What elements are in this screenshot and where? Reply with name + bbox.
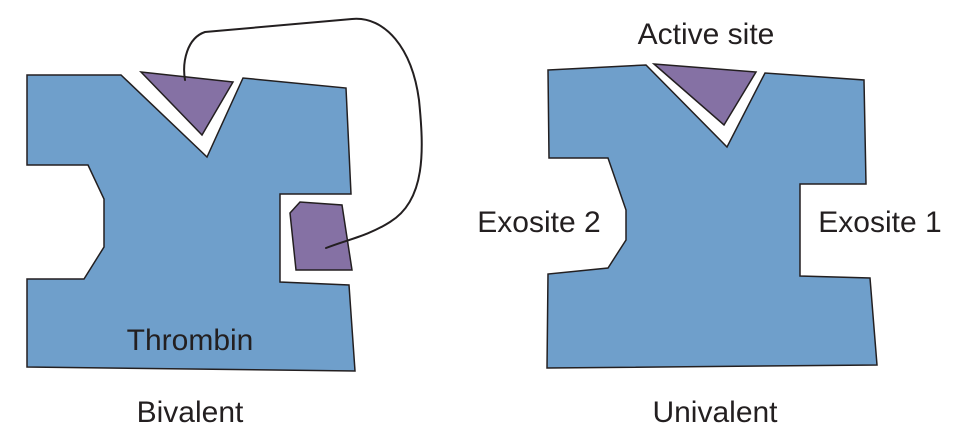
bivalent-panel: Thrombin Bivalent: [26, 17, 423, 429]
exosite-1-inhibitor-bivalent: [289, 201, 353, 271]
exosite-1-label: Exosite 1: [818, 206, 941, 239]
bivalent-label: Bivalent: [137, 396, 244, 429]
thrombin-shape-bivalent: [26, 74, 356, 372]
active-site-inhibitor-bivalent: [139, 71, 235, 137]
univalent-panel: Active site Exosite 2 Exosite 1 Univalen…: [477, 18, 941, 429]
active-site-inhibitor-univalent: [651, 63, 758, 127]
thrombin-label: Thrombin: [127, 324, 254, 357]
bivalent-linker: [183, 17, 423, 249]
active-site-label: Active site: [638, 18, 775, 51]
univalent-label: Univalent: [652, 396, 778, 429]
exosite-2-label: Exosite 2: [477, 206, 600, 239]
thrombin-shape-univalent: [546, 64, 878, 369]
